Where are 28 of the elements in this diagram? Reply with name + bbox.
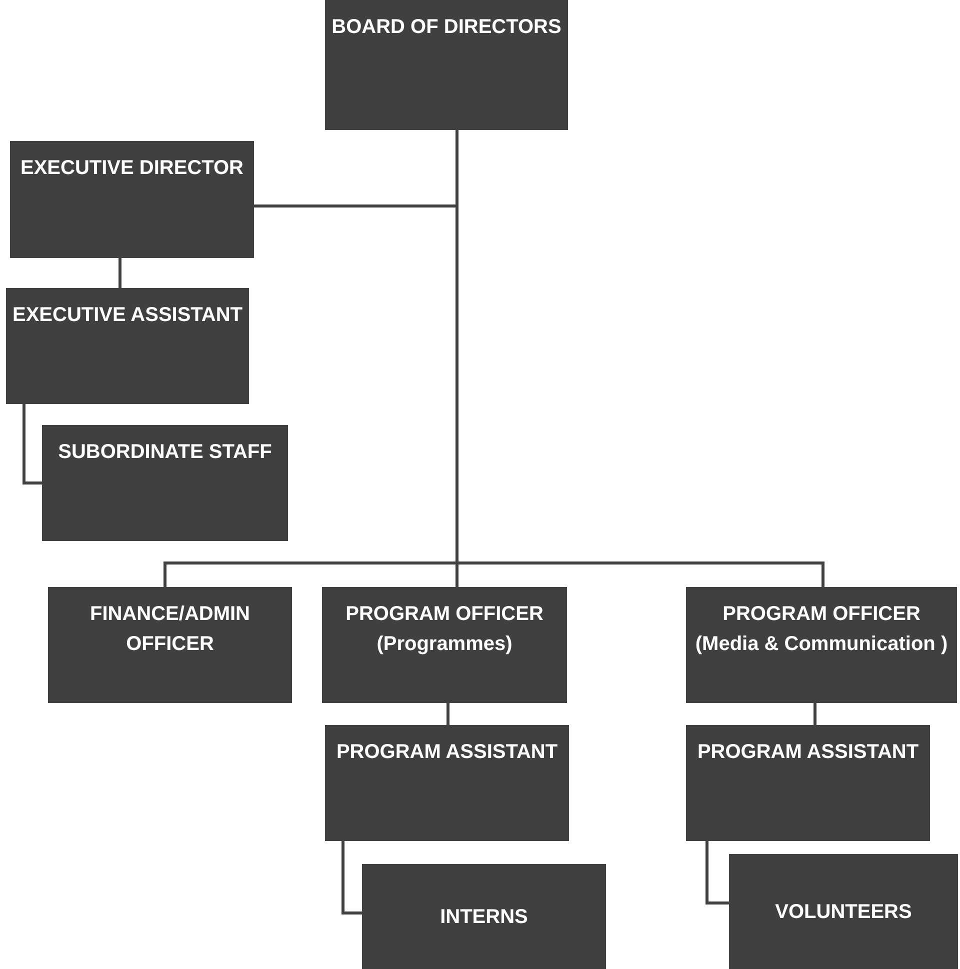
- connector-line: [118, 258, 122, 288]
- role-box: [729, 854, 958, 969]
- connector-line: [706, 841, 729, 904]
- role-label: SUBORDINATE STAFF: [58, 440, 272, 465]
- role-label: BOARD OF DIRECTORS: [332, 15, 562, 40]
- connector-line: [342, 841, 362, 914]
- role-box: [48, 587, 292, 703]
- role-box: [686, 725, 930, 841]
- connector-line: [446, 703, 450, 725]
- role-box: [325, 725, 569, 841]
- role-box: [42, 425, 288, 541]
- role-label: EXECUTIVE DIRECTOR: [20, 156, 244, 181]
- role-label: PROGRAM ASSISTANT: [336, 740, 558, 765]
- role-label: PROGRAM OFFICER (Programmes): [344, 602, 544, 657]
- role-label: PROGRAM OFFICER (Media & Communication ): [694, 602, 949, 657]
- role-box: [6, 288, 249, 404]
- role-label: EXECUTIVE ASSISTANT: [12, 303, 243, 328]
- connector-line: [22, 404, 42, 484]
- role-box: [362, 864, 606, 969]
- role-label: FINANCE/ADMIN OFFICER: [89, 602, 251, 657]
- connector-line: [814, 703, 816, 725]
- role-box: [322, 587, 567, 703]
- role-box: [325, 0, 568, 130]
- role-label: VOLUNTEERS: [775, 900, 912, 924]
- role-label: PROGRAM ASSISTANT: [697, 740, 919, 765]
- role-box: [686, 587, 957, 703]
- role-label: INTERNS: [440, 904, 528, 930]
- role-box: [10, 141, 254, 258]
